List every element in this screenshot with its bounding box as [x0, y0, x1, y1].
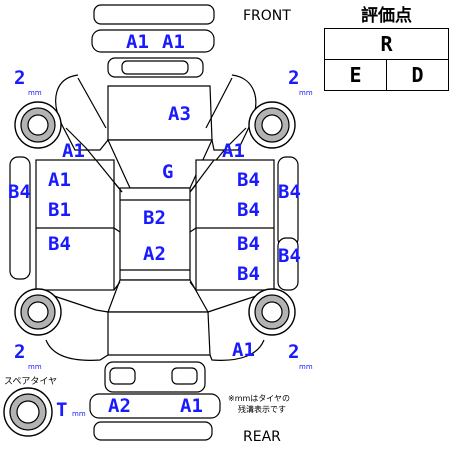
tire-rear-right-value: 2 — [288, 341, 299, 363]
code-right-rear-door-1: B4 — [237, 233, 260, 255]
code-roof-center: B2 — [143, 207, 166, 229]
tire-front-right-unit: mm — [299, 89, 313, 97]
tire-front-left-value: 2 — [14, 67, 25, 89]
tire-rear-left — [14, 288, 62, 336]
tire-front-right — [248, 101, 296, 149]
tire-front-left — [14, 101, 62, 149]
left-rear-fender — [45, 339, 109, 361]
code-pillar-right: A1 — [222, 140, 245, 162]
rear-panel — [104, 361, 206, 393]
left-door-diag-2 — [113, 227, 121, 233]
grade-title: 評価点 — [361, 6, 412, 26]
tire-rear-left-unit: mm — [28, 363, 42, 371]
right-side-strip-lower — [277, 237, 299, 291]
tire-front-right-value: 2 — [288, 67, 299, 89]
left-door-diag-3 — [113, 281, 121, 291]
front-grille — [107, 57, 204, 78]
tire-spare-unit: mm — [72, 410, 86, 418]
tire-rear-right-unit: mm — [299, 363, 313, 371]
code-roof-rear: A2 — [143, 243, 166, 265]
left-door-diag-1 — [95, 159, 123, 193]
hood — [107, 85, 213, 141]
code-front-bumper-right: A1 — [162, 31, 185, 53]
code-front-bumper-left: A1 — [126, 31, 149, 53]
code-left-rear-door: B4 — [48, 233, 71, 255]
rear-window — [107, 279, 210, 313]
code-right-fender: B4 — [278, 181, 301, 203]
left-body-outline — [55, 74, 109, 151]
code-left-front-door-2: B1 — [48, 199, 71, 221]
right-door-diag-1 — [189, 159, 215, 193]
code-pillar-left: A1 — [62, 140, 85, 162]
tire-rear-left-value: 2 — [14, 341, 25, 363]
right-body-outline — [211, 74, 257, 151]
grade-interior: E — [324, 59, 387, 91]
right-door-diag-3 — [189, 281, 197, 291]
spare-tire-label: スペアタイヤ — [4, 376, 57, 387]
front-label: FRONT — [243, 8, 291, 24]
left-side-strip — [9, 156, 31, 280]
right-doors — [195, 159, 275, 291]
rear-light-left — [109, 367, 136, 385]
front-bumper — [91, 29, 215, 53]
code-right-front-door-2: B4 — [237, 199, 260, 221]
grade-overall: R — [324, 28, 449, 60]
tire-spare — [3, 387, 53, 437]
front-bumper-top — [93, 4, 215, 25]
code-left-fender: B4 — [8, 181, 31, 203]
right-door-diag-2 — [189, 227, 197, 233]
tire-rear-right — [248, 288, 296, 336]
tire-front-left-unit: mm — [28, 89, 42, 97]
tread-note-line1: ※mmはタイヤの — [228, 394, 290, 403]
trunk — [107, 311, 211, 356]
rear-bumper — [89, 393, 221, 419]
left-a-pillar-line — [77, 77, 107, 129]
left-doors — [35, 159, 115, 291]
code-roof-front: G — [162, 161, 173, 183]
grade-box: 評価点 R E D — [324, 4, 449, 91]
code-rear-bumper-left: A2 — [108, 395, 131, 417]
code-left-front-door-1: A1 — [48, 169, 71, 191]
code-rear-bumper-right: A1 — [180, 395, 203, 417]
grade-table: R E D — [324, 28, 449, 91]
grade-exterior: D — [386, 59, 449, 91]
code-right-front-door-1: B4 — [237, 169, 260, 191]
rear-label: REAR — [243, 429, 281, 445]
front-grille-inner — [121, 60, 189, 75]
right-a-pillar-line — [205, 77, 233, 129]
rear-light-right — [171, 367, 198, 385]
tread-note-line2: 残溝表示です — [238, 404, 286, 414]
roof — [119, 187, 191, 281]
right-rear-fender — [209, 339, 265, 361]
code-right-quarter: B4 — [278, 245, 301, 267]
code-rear-quarter-right: A1 — [232, 339, 255, 361]
code-right-rear-door-2: B4 — [237, 263, 260, 285]
code-hood: A3 — [168, 103, 191, 125]
tire-spare-value: T — [56, 399, 67, 421]
rear-bumper-bottom — [93, 421, 213, 441]
